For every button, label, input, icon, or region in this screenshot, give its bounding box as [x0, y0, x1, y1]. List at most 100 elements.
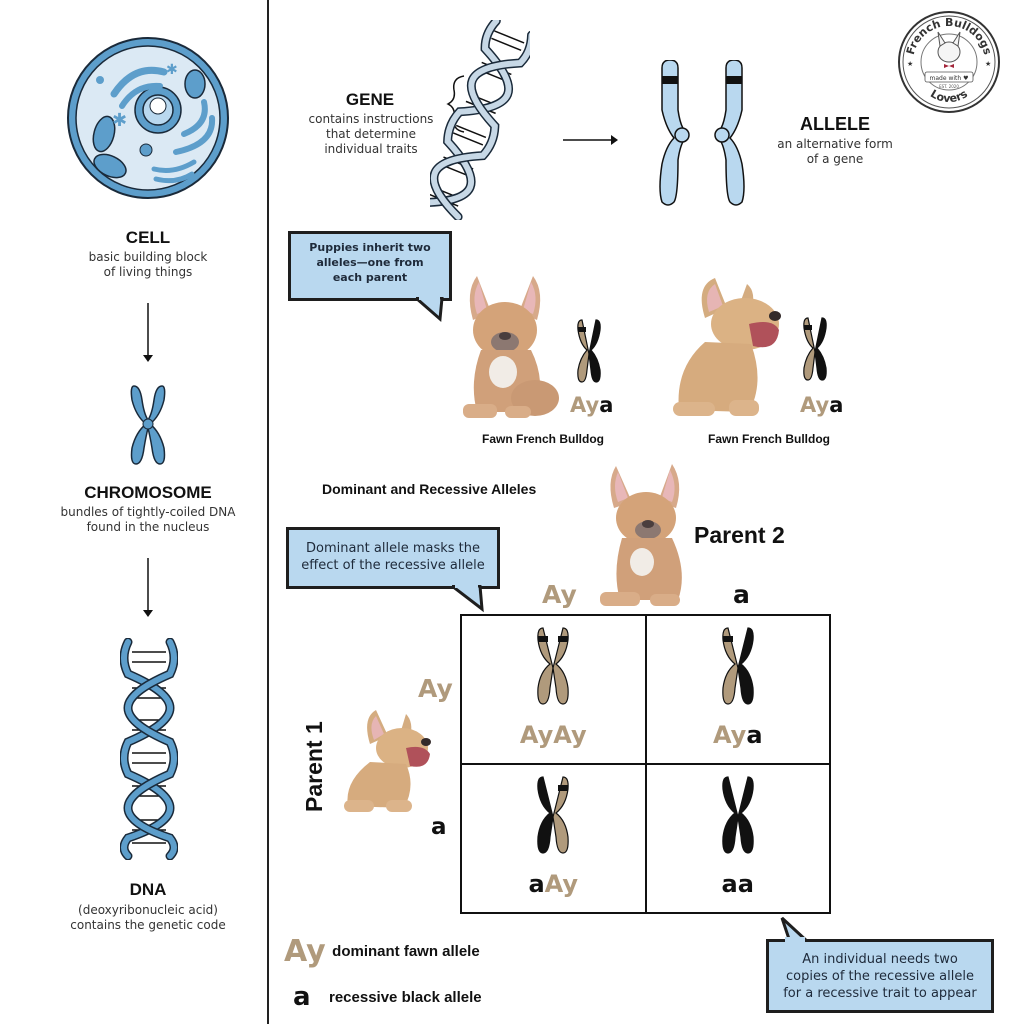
genotype-part: a — [721, 870, 738, 898]
dog2-label: Fawn French Bulldog — [708, 432, 830, 446]
gene-title: GENE — [345, 90, 395, 109]
callout-line: for a recessive trait to appear — [783, 986, 977, 1001]
dog1-genotype: Aya — [570, 393, 613, 417]
cell-desc-line: basic building block — [88, 250, 208, 264]
chromosome-desc-line: bundles of tightly-coiled DNA — [60, 505, 236, 519]
cell-genotype: Aya — [647, 721, 830, 749]
chromosome-fawn-fawn-icon — [537, 627, 569, 705]
callout-line: Puppies inherit two — [309, 241, 431, 254]
allele-title: ALLELE — [800, 114, 870, 134]
logo-made-with-text: made with ♥ — [930, 75, 969, 82]
chromosome-fawn-black-icon — [803, 317, 827, 381]
callout-line: An individual needs two — [802, 952, 958, 967]
gene-desc-line: contains instructions — [308, 112, 434, 126]
chromosome-title: CHROMOSOME — [84, 483, 212, 502]
cell-genotype: aAy — [462, 870, 645, 898]
chromosome-description: bundles of tightly-coiled DNA found in t… — [38, 505, 258, 535]
logo-badge-icon: French Bulldogs Lovers made with ♥ EST. … — [898, 11, 1000, 113]
svg-text:Lovers: Lovers — [928, 87, 970, 105]
callout-tail-join — [785, 937, 805, 942]
allele-chromatids-icon — [659, 60, 745, 206]
arrow-right-icon — [563, 135, 618, 145]
dominant-callout: Dominant allele masks the effect of the … — [286, 527, 500, 613]
svg-text:✱: ✱ — [112, 110, 127, 130]
genotype-part: a — [528, 870, 545, 898]
allele-desc-line: of a gene — [806, 152, 864, 166]
gene-description: contains instructions that determine ind… — [296, 112, 446, 157]
legend-symbol: a — [293, 982, 311, 1012]
genotype-part: Ay — [712, 721, 747, 749]
punnett-cell-a-ay: aAy — [462, 764, 646, 912]
dna-desc-line: contains the genetic code — [70, 918, 226, 932]
parent2-allele-dominant: Ay — [542, 580, 577, 609]
legend-label: dominant fawn allele — [332, 943, 480, 960]
dna-title: DNA — [129, 880, 167, 899]
allele-desc-line: an alternative form — [777, 137, 893, 151]
legend-symbol: Ay — [284, 934, 326, 969]
chromosome-icon — [130, 385, 166, 465]
dna-icon — [120, 638, 178, 860]
parent1-allele-recessive: a — [431, 814, 447, 840]
svg-text:★: ★ — [985, 60, 991, 68]
genotype-dominant: Ay — [800, 393, 830, 417]
punnett-cell-a-a: aa — [645, 764, 830, 912]
inherit-callout: Puppies inherit two alleles—one from eac… — [288, 231, 452, 323]
gene-desc-line: individual traits — [324, 142, 418, 156]
punnett-square: AyAy Aya aAy aa — [460, 614, 831, 914]
chromosome-fawn-black-icon — [577, 319, 601, 383]
cell-genotype: aa — [647, 870, 830, 898]
chromosome-fawn-black-icon — [722, 627, 754, 705]
genotype-dominant: Ay — [570, 393, 600, 417]
genotype-part: Ay — [553, 721, 587, 749]
punnett-cell-ay-a: Aya — [645, 616, 830, 764]
cell-genotype: AyAy — [462, 721, 645, 749]
genotype-part: Ay — [544, 870, 579, 898]
punnett-heading: Dominant and Recessive Alleles — [322, 481, 537, 497]
arrow-down-icon — [143, 558, 153, 617]
legend-item-dominant: Ay dominant fawn allele — [284, 934, 480, 969]
callout-line: Dominant allele masks the — [305, 541, 480, 556]
parent2-puppy-image — [600, 464, 682, 606]
callout-line: each parent — [332, 271, 408, 284]
dna-desc-line: (deoxyribonucleic acid) — [78, 903, 218, 917]
callout-line: copies of the recessive allele — [786, 969, 974, 984]
cell-title: CELL — [125, 228, 171, 247]
genotype-part: Ay — [519, 721, 554, 749]
callout-tail — [416, 297, 444, 323]
french-bulldogs-lovers-logo: French Bulldogs Lovers made with ♥ EST. … — [897, 10, 1001, 114]
cell-desc-line: of living things — [103, 265, 193, 279]
fawn-puppy-image — [463, 276, 559, 418]
dna-description: (deoxyribonucleic acid) contains the gen… — [38, 903, 258, 933]
arrow-down-icon — [143, 303, 153, 362]
parent1-puppy-image — [344, 710, 431, 812]
dog2-genotype: Aya — [800, 393, 843, 417]
callout-line: alleles—one from — [316, 256, 424, 269]
dog1-label: Fawn French Bulldog — [482, 432, 604, 446]
column-divider — [267, 0, 269, 1024]
svg-text:★: ★ — [907, 60, 913, 68]
callout-tail — [452, 585, 484, 613]
logo-est-text: EST. 2020 — [939, 84, 959, 89]
chromosome-black-fawn-icon — [537, 776, 569, 854]
punnett-cell-ay-ay: AyAy — [462, 616, 646, 764]
parent2-allele-recessive: a — [733, 580, 750, 609]
cell-icon: ✱ ✱ — [67, 37, 229, 199]
svg-text:✱: ✱ — [166, 61, 178, 77]
chromosome-black-black-icon — [722, 776, 754, 854]
callout-line: effect of the recessive allele — [301, 558, 485, 573]
gene-dna-icon — [430, 20, 530, 220]
parent1-label: Parent 1 — [301, 721, 327, 812]
legend-label: recessive black allele — [329, 988, 482, 1006]
genotype-recessive: a — [599, 393, 614, 417]
genotype-part: a — [746, 721, 763, 749]
chromosome-desc-line: found in the nucleus — [86, 520, 210, 534]
gene-desc-line: that determine — [325, 127, 416, 141]
genotype-recessive: a — [829, 393, 844, 417]
parent2-label: Parent 2 — [694, 522, 785, 548]
logo-bottom-text: Lovers — [928, 87, 970, 105]
legend-item-recessive: a recessive black allele — [293, 982, 482, 1012]
allele-description: an alternative form of a gene — [770, 137, 900, 167]
parent1-allele-dominant: Ay — [418, 674, 453, 703]
genotype-part: a — [737, 870, 754, 898]
fawn-puppy-yawning-image — [673, 278, 781, 416]
